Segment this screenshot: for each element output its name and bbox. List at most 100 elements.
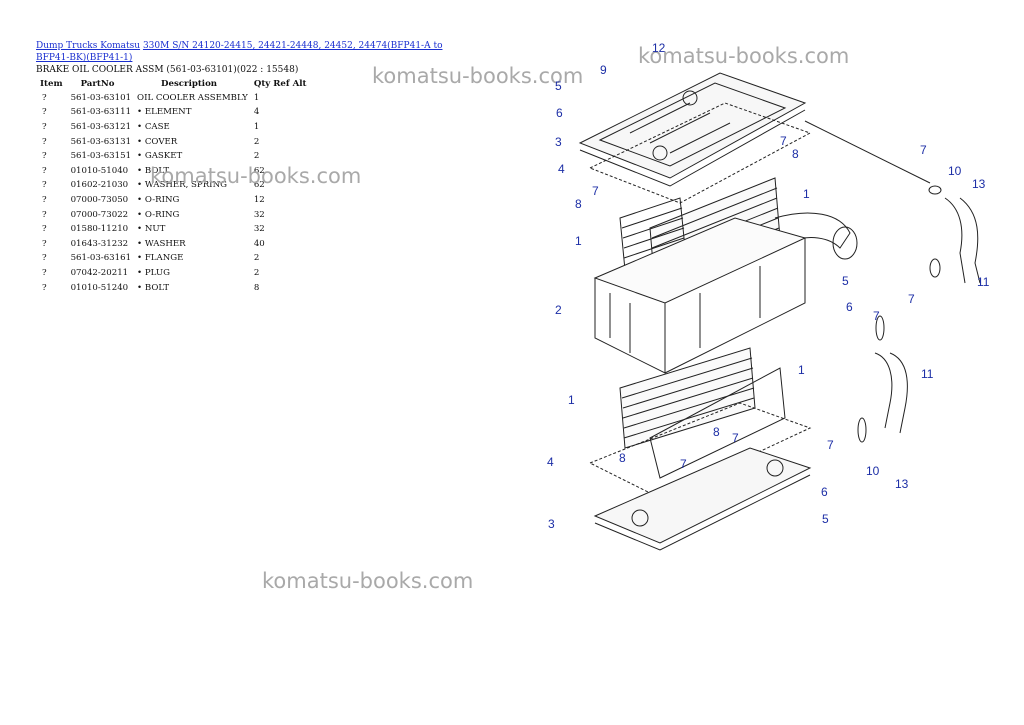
table-row: ? 01580-11210 • NUT 32: [36, 223, 311, 238]
parts-table-header: Item PartNo Description Qty Ref Alt: [36, 79, 311, 92]
callout-number: 13: [972, 177, 986, 191]
qty-cell: 8: [253, 282, 260, 293]
col-alt-header: Alt: [292, 79, 307, 89]
table-row: ? 561-03-63101 OIL COOLER ASSEMBLY 1: [36, 92, 311, 107]
qty-cell: 62: [253, 180, 265, 191]
callout-number: 10: [866, 464, 880, 478]
callout-number: 11: [921, 367, 934, 381]
description-cell: • ELEMENT: [137, 107, 192, 118]
item-cell: ?: [42, 282, 47, 293]
item-cell: ?: [42, 180, 47, 191]
callout-number: 3: [548, 517, 555, 531]
watermark: komatsu-books.com: [150, 164, 362, 188]
callout-number: 1: [568, 393, 575, 407]
watermark: komatsu-books.com: [638, 44, 850, 68]
breadcrumb-link-category[interactable]: Dump Trucks Komatsu: [36, 41, 141, 51]
lower-element-drawing: [619, 347, 786, 479]
item-cell: ?: [42, 107, 47, 118]
callout-number: 7: [780, 134, 787, 148]
description-cell: OIL COOLER ASSEMBLY: [137, 92, 248, 103]
partno-cell: 561-03-63111: [70, 107, 132, 118]
callout-number: 8: [619, 451, 626, 465]
partno-cell: 01643-31232: [70, 238, 129, 249]
callout-number: 6: [846, 300, 853, 314]
description-cell: • WASHER: [137, 238, 186, 249]
qty-cell: 2: [253, 136, 260, 147]
callout-number: 6: [821, 485, 828, 499]
callout-number: 9: [600, 63, 607, 77]
callout-number: 5: [822, 512, 829, 526]
table-row: ? 561-03-63161 • FLANGE 2: [36, 253, 311, 268]
item-cell: ?: [42, 136, 47, 147]
callout-number: 5: [555, 79, 562, 93]
callout-number: 7: [908, 292, 915, 306]
qty-cell: 1: [253, 92, 260, 103]
item-cell: ?: [42, 253, 47, 264]
callout-number: 2: [555, 303, 562, 317]
callout-number: 6: [556, 106, 563, 120]
callout-number: 4: [547, 455, 554, 469]
callout-number: 8: [792, 147, 799, 161]
qty-cell: 2: [253, 253, 260, 264]
description-cell: • FLANGE: [137, 253, 184, 264]
col-description-header: Description: [161, 79, 218, 89]
page-subtitle: BRAKE OIL COOLER ASSM (561-03-63101)(022…: [36, 65, 299, 75]
breadcrumb: Dump Trucks Komatsu 330M S/N 24120-24415…: [36, 40, 466, 64]
case-drawing: [593, 217, 807, 374]
item-cell: ?: [42, 224, 47, 235]
callout-number: 7: [732, 431, 739, 445]
item-cell: ?: [42, 267, 47, 278]
qty-cell: 2: [253, 151, 260, 162]
description-cell: • WASHER, SPRING: [137, 180, 227, 191]
col-qty-ref-alt-header: Qty Ref Alt: [250, 79, 311, 92]
qty-cell: 40: [253, 238, 265, 249]
callout-number: 4: [558, 162, 565, 176]
description-cell: • NUT: [137, 224, 166, 235]
table-row: ? 01010-51240 • BOLT 8: [36, 282, 311, 297]
callout-number: 1: [575, 234, 582, 248]
watermark: komatsu-books.com: [262, 569, 474, 593]
col-qty-header: Qty: [253, 79, 271, 89]
description-cell: • GASKET: [137, 151, 183, 162]
partno-cell: 01580-11210: [70, 224, 129, 235]
callout-number: 1: [803, 187, 810, 201]
description-cell: • BOLT: [137, 282, 170, 293]
description-cell: • COVER: [137, 136, 178, 147]
callout-number: 8: [713, 425, 720, 439]
item-cell: ?: [42, 92, 47, 103]
callout-number: 7: [873, 309, 880, 323]
item-cell: ?: [42, 238, 47, 249]
partno-cell: 07000-73022: [70, 209, 129, 220]
callout-number: 1: [798, 363, 805, 377]
partno-cell: 561-03-63161: [70, 253, 132, 264]
watermark: komatsu-books.com: [372, 64, 584, 88]
partno-cell: 561-03-63121: [70, 121, 132, 132]
qty-cell: 32: [253, 224, 265, 235]
partno-cell: 561-03-63101: [70, 92, 132, 103]
breadcrumb-link-model[interactable]: 330M S/N 24120-24415, 24421-24448, 24452…: [36, 41, 443, 63]
table-row: ? 01643-31232 • WASHER 40: [36, 238, 311, 253]
parts-table: Item PartNo Description Qty Ref Alt ?561…: [36, 79, 311, 296]
col-item-header: Item: [40, 79, 63, 89]
callout-number: 7: [920, 143, 927, 157]
qty-cell: 62: [253, 165, 265, 176]
partno-cell: 01010-51240: [70, 282, 129, 293]
right-pipe-upper-drawing: [928, 185, 981, 284]
callout-number: 11: [977, 275, 990, 289]
partno-cell: 01010-51040: [70, 165, 129, 176]
callout-number: 10: [948, 164, 962, 178]
description-cell: • BOLT: [137, 165, 170, 176]
item-cell: ?: [42, 151, 47, 162]
col-ref-header: Ref: [273, 79, 290, 89]
bottom-cover-drawing: [593, 447, 812, 551]
qty-cell: 2: [253, 267, 260, 278]
